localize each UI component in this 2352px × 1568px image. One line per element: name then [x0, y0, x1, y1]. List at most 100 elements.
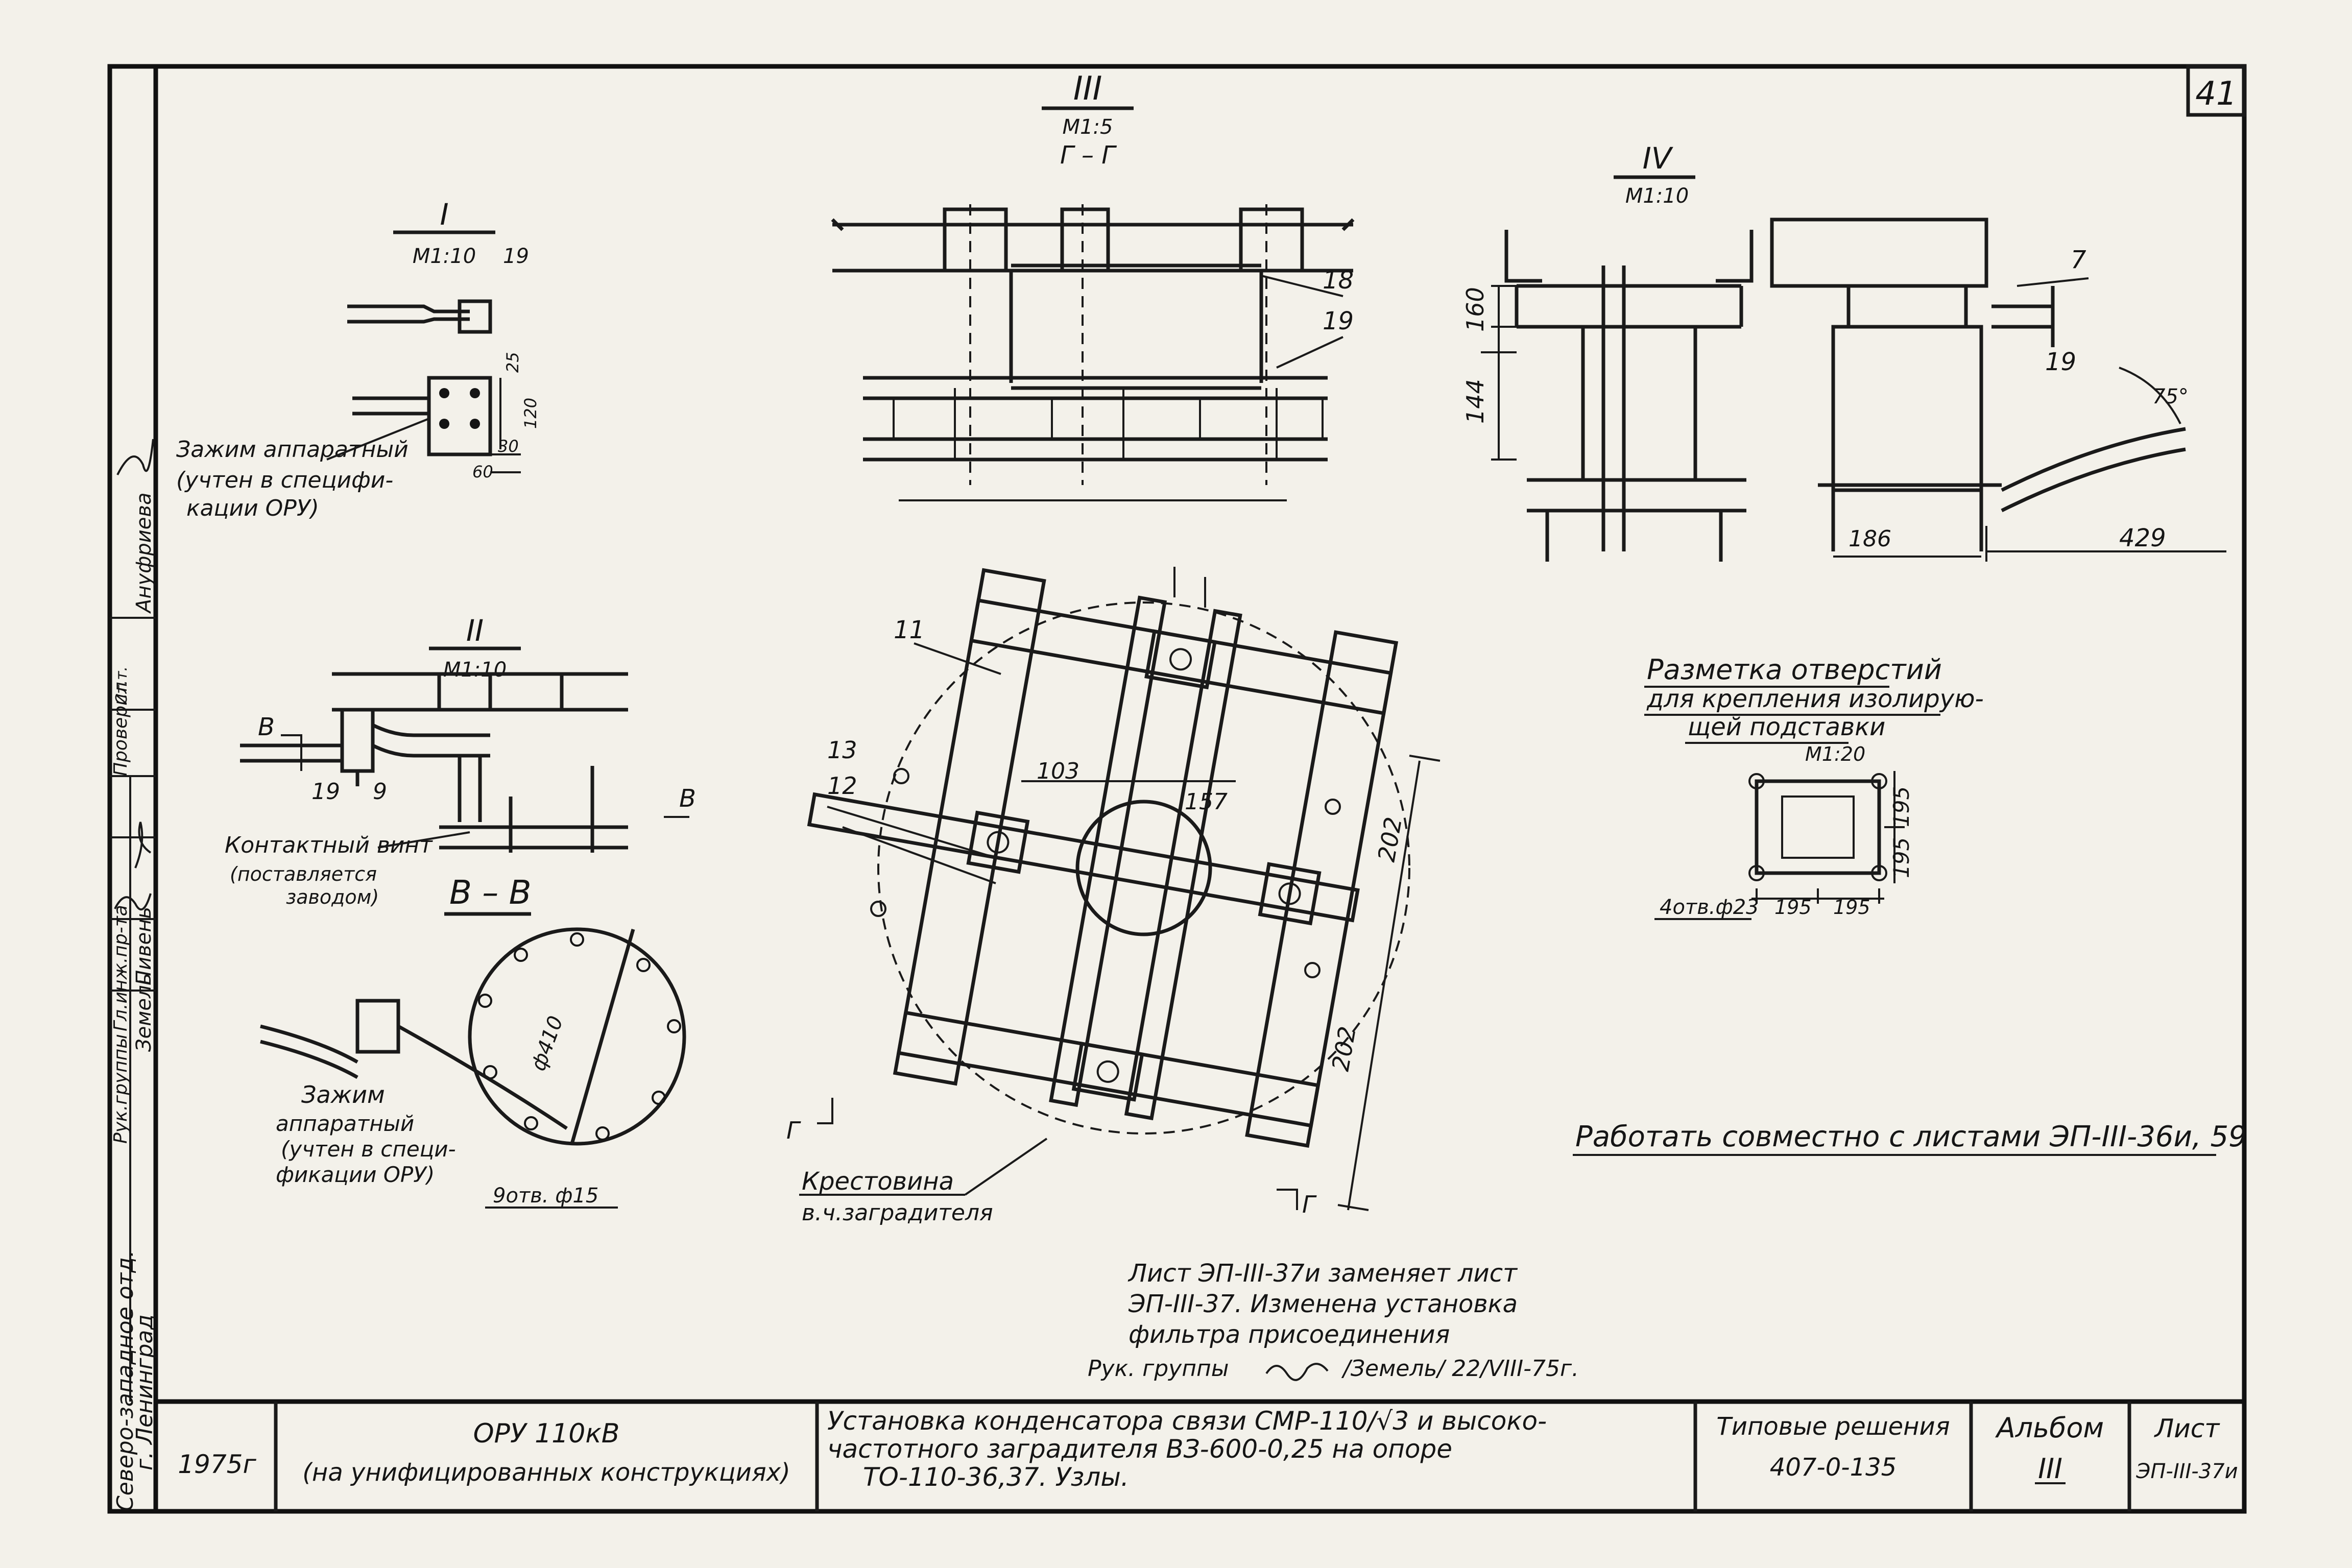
plan-cut-g-left: Г — [786, 1117, 801, 1144]
plan-label-11: 11 — [894, 616, 925, 644]
view-2-roman: II — [466, 613, 484, 648]
view-2-conductor — [240, 743, 342, 763]
view-1-note-1: Зажим аппаратный — [176, 437, 409, 463]
title-series-value: 407-0-135 — [1770, 1453, 1897, 1482]
view-4-dim-144: 144 — [1461, 379, 1489, 424]
stamp-role-3: Проверил — [110, 682, 131, 776]
stamp-org-2: г. Ленинград — [132, 1314, 158, 1470]
replace-note-2: ЭП-III-37. Изменена установка — [1128, 1290, 1518, 1318]
marking-dim-3: 195 — [1774, 896, 1812, 919]
view-4-base — [1527, 478, 1746, 562]
stamp-name-2: Пивень — [132, 907, 156, 985]
plan-note-1: Крестовина — [802, 1167, 954, 1196]
view-4-roman: IV — [1643, 141, 1674, 176]
view-4-dim-186: 186 — [1849, 526, 1891, 552]
view-2-beam — [332, 672, 628, 712]
view-2-note-1: Контактный винт — [225, 832, 433, 858]
marking-holes: 4отв.ф23 — [1660, 896, 1759, 919]
title-object-subtitle: (на унифицированных конструкциях) — [302, 1458, 790, 1487]
view-2-dim-410: ф410 — [526, 1013, 568, 1074]
view-1-scale: М1:10 — [413, 245, 476, 268]
view-2-label-9: 9 — [373, 779, 387, 805]
side-stamp: Северо-западное отд. г. Ленинград Рук.гр… — [110, 439, 158, 1511]
view-2-note-6: (учтен в специ- — [281, 1137, 456, 1162]
marking-dim-2: 195 — [1889, 837, 1914, 878]
view-1-label-25: 25 — [503, 352, 522, 373]
note-signature — [1265, 1363, 1329, 1381]
view-4-scale: М1:10 — [1625, 184, 1689, 208]
stamp-name-1: Земель — [132, 973, 156, 1052]
view-3-lower-plates — [863, 376, 1328, 462]
title-album-label: Альбом — [1995, 1412, 2104, 1444]
view-1-conductor-bottom — [352, 396, 429, 416]
stamp-role-2: Гл.инж.пр-та — [110, 905, 131, 1031]
view-2-bracket — [439, 756, 628, 853]
plan-flange-circle — [877, 601, 1410, 1135]
notes: Работать совместно с листами ЭП-III-36и,… — [1088, 1120, 2247, 1382]
view-3: III М1:5 Г – Г 18 19 — [831, 70, 1355, 501]
plan-label-12: 12 — [827, 772, 857, 800]
marking-dim-4: 195 — [1833, 896, 1870, 919]
sheet-number: 41 — [2195, 75, 2237, 113]
work-together-note: Работать совместно с листами ЭП-III-36и,… — [1575, 1120, 2247, 1153]
view-3-label-19: 19 — [1323, 307, 1354, 335]
view-1-clamp-body — [427, 376, 492, 456]
signature-1 — [114, 893, 152, 911]
replace-note-1: Лист ЭП-III-37и заменяет лист — [1127, 1259, 1518, 1288]
view-2-note-4: Зажим — [301, 1081, 385, 1108]
view-1-label-19: 19 — [503, 245, 529, 268]
marking-dim-1: 195 — [1889, 786, 1914, 827]
plan-center-bar-right — [1124, 609, 1242, 1121]
marking-scale: М1:20 — [1805, 743, 1865, 765]
replace-note-5: /Земель/ 22/VIII-75г. — [1341, 1356, 1579, 1382]
view-2-note-2: (поставляется — [230, 863, 377, 885]
title-sheet-label: Лист — [2154, 1414, 2221, 1443]
plan-right-rail — [1245, 630, 1399, 1148]
plan-dim-157: 157 — [1185, 789, 1228, 815]
view-2-note-3: заводом) — [286, 886, 379, 908]
view-4-arm — [1991, 286, 2186, 513]
stamp-role-1: Рук.группы — [110, 1034, 131, 1144]
view-1-clamp-top — [458, 299, 492, 334]
view-4-label-7: 7 — [2071, 246, 2086, 274]
view-4: IV М1:10 160 144 7 19 75° 186 429 — [1461, 141, 2226, 562]
view-2-note-7: фикации ОРУ) — [276, 1162, 435, 1187]
stamp-name-3: Ануфриева — [132, 493, 156, 614]
view-1: I М1:10 19 25 120 30 60 Зажим аппаратный… — [176, 197, 540, 521]
title-year: 1975г — [178, 1450, 256, 1479]
stamp-org-1: Северо-западное отд. — [112, 1250, 138, 1511]
view-2-section: В – В — [449, 874, 532, 912]
plan-note-2: в.ч.заградителя — [802, 1200, 993, 1226]
plan-cut-g-right: Г — [1302, 1191, 1317, 1218]
title-desc-3: ТО-110-36,37. Узлы. — [863, 1462, 1129, 1492]
plan-center-bar-left — [1049, 595, 1167, 1107]
plan-channel — [807, 792, 1360, 923]
marking-title-1: Разметка отверстий — [1647, 654, 1942, 686]
view-3-label-18: 18 — [1323, 266, 1354, 295]
signature-2 — [134, 822, 152, 869]
plan-top-bar — [969, 598, 1393, 716]
view-2-clamp — [340, 710, 490, 786]
view-1-label-60: 60 — [472, 462, 493, 481]
title-desc-2: частотного заградителя ВЗ-600-0,25 на оп… — [827, 1434, 1452, 1464]
view-4-column — [1581, 266, 1697, 551]
view-2-cut-b-left: В — [258, 713, 275, 741]
view-3-roman: III — [1073, 70, 1102, 108]
replace-note-3: фильтра присоединения — [1129, 1320, 1450, 1349]
plan-label-13: 13 — [827, 736, 857, 764]
stamp-role-4: Ст.т. — [113, 666, 131, 705]
view-1-note-2: (учтен в специфи- — [176, 467, 393, 493]
marking-square — [1755, 779, 1881, 875]
plan-dim-202-bottom: 202 — [1327, 1024, 1361, 1073]
title-object: ОРУ 110кВ — [473, 1418, 620, 1449]
title-block: 1975г ОРУ 110кВ (на унифицированных конс… — [178, 1402, 2238, 1511]
view-4-cap — [1770, 218, 1988, 288]
marking-title-2: для крепления изолирую- — [1646, 685, 1984, 713]
view-4-dim-160: 160 — [1461, 287, 1489, 332]
title-series-label: Типовые решения — [1716, 1412, 1950, 1441]
view-1-conductor-top — [347, 304, 470, 324]
replace-note-4: Рук. группы — [1088, 1356, 1229, 1382]
view-3-frame — [1009, 263, 1263, 390]
view-1-label-120: 120 — [521, 398, 540, 429]
